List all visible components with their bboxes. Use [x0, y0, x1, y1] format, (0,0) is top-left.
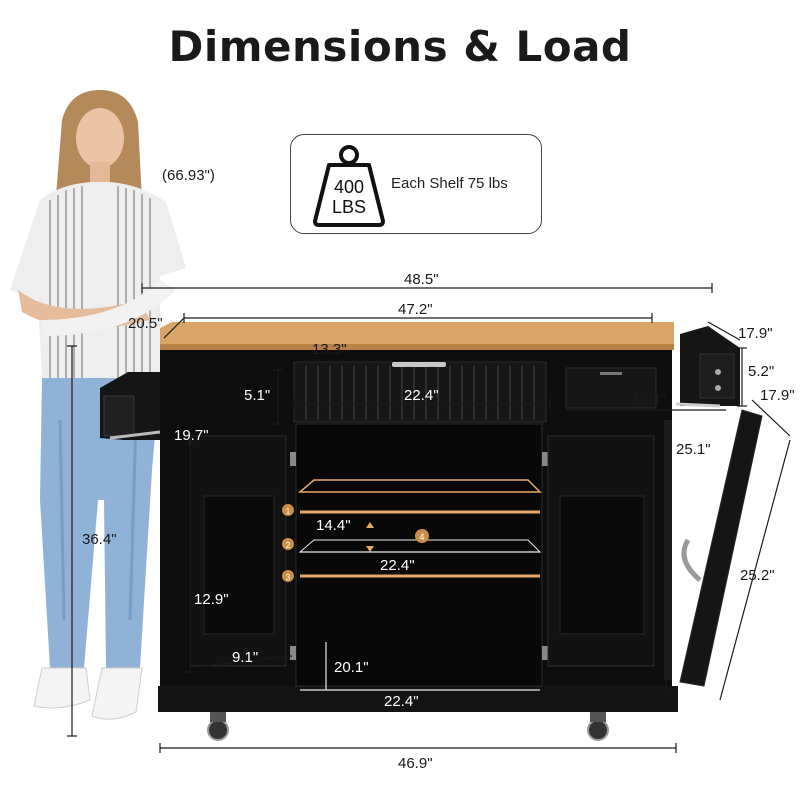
drawer-height-label: 5.1" — [244, 387, 271, 404]
drawer-front-width-label: 22.4" — [404, 387, 439, 404]
door-height-label: 12.9" — [194, 591, 229, 608]
center-marker-label: 4 — [419, 532, 424, 542]
dimension-lines — [67, 283, 791, 753]
base-width-label: 46.9" — [398, 755, 433, 772]
right-cabinet-height-label: 25.1" — [676, 441, 711, 458]
shelf-marker-1 — [282, 504, 294, 516]
shelf-marker-2-label: 2 — [286, 541, 291, 550]
shelf-marker-1-label: 1 — [286, 507, 291, 516]
right-side-drawer — [675, 326, 740, 408]
overall-height-label: 36.4" — [82, 531, 117, 548]
shelf-width-label: 22.4" — [380, 557, 415, 574]
center-marker — [415, 529, 429, 543]
shelf-marker-3-label: 3 — [286, 573, 291, 582]
opening-height-label: 20.1" — [334, 659, 369, 676]
load-spec-box: 400 LBS Each Shelf 75 lbs — [290, 134, 542, 234]
top-drawer-width-label: 13.3" — [312, 341, 347, 358]
shelf-marker-2 — [282, 538, 294, 550]
side-cabinet-height-label: 19.7" — [174, 427, 209, 444]
right-drawer-width-label: 16.1" — [632, 391, 667, 408]
kitchen-island-cabinet: 1 2 3 4 — [158, 322, 678, 741]
top-width-label: 47.2" — [398, 301, 433, 318]
right-drawer-depth-label: 17.9" — [738, 325, 773, 342]
right-drawer-height-label: 5.2" — [748, 363, 775, 380]
flap-length-label: 25.2" — [740, 567, 775, 584]
person-figure — [10, 90, 186, 720]
shelf-spacing-label: 14.4" — [316, 517, 351, 534]
person-height-label: (66.93") — [162, 167, 215, 184]
bottom-opening-width-label: 22.4" — [384, 693, 419, 710]
overall-width-label: 48.5" — [404, 271, 439, 288]
weight-number: 400 — [334, 177, 364, 197]
flap-depth-label: 17.9" — [760, 387, 795, 404]
weight-icon: 400 LBS — [313, 145, 385, 227]
shelf-load-text: Each Shelf 75 lbs — [391, 175, 508, 192]
left-side-drawer — [100, 372, 166, 440]
weight-unit: LBS — [332, 197, 366, 217]
drop-leaf-flap — [679, 409, 763, 687]
depth-label: 20.5" — [128, 315, 163, 332]
door-width-label: 9.1" — [232, 649, 259, 666]
page-title: Dimensions & Load — [168, 22, 632, 71]
shelf-marker-3 — [282, 570, 294, 582]
